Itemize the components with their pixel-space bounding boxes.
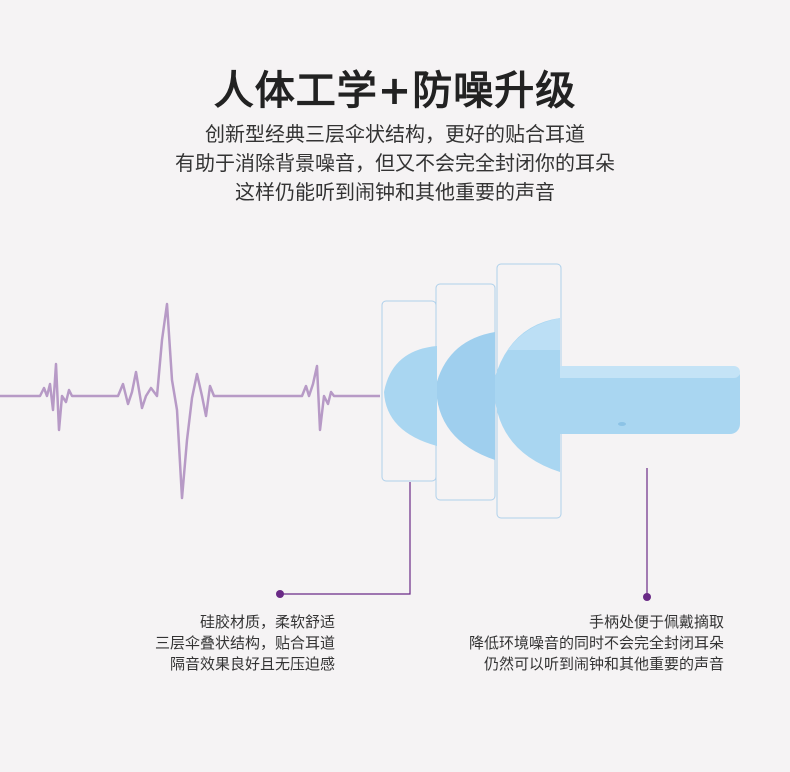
intro-line-1: 创新型经典三层伞状结构，更好的贴合耳道 bbox=[205, 122, 585, 146]
intro-text: 创新型经典三层伞状结构，更好的贴合耳道 有助于消除背景噪音，但又不会完全封闭你的… bbox=[0, 120, 790, 207]
left-pointer-line bbox=[280, 482, 411, 595]
caption-left-line-1: 硅胶材质，柔软舒适 bbox=[199, 613, 335, 631]
earplug-tier-3 bbox=[493, 318, 560, 472]
left-pointer-dot bbox=[276, 590, 284, 598]
sound-waveform bbox=[0, 302, 380, 500]
caption-right-line-3: 仍然可以听到闹钟和其他重要的声音 bbox=[483, 655, 724, 673]
caption-right-line-1: 手柄处便于佩戴摘取 bbox=[588, 613, 724, 631]
caption-left-line-2: 三层伞叠状结构，贴合耳道 bbox=[154, 634, 335, 652]
caption-right-line-2: 降低环境噪音的同时不会完全封闭耳朵 bbox=[468, 634, 724, 652]
handle-caption: 手柄处便于佩戴摘取 降低环境噪音的同时不会完全封闭耳朵 仍然可以听到闹钟和其他重… bbox=[469, 612, 724, 675]
caption-left-line-3: 隔音效果良好且无压迫感 bbox=[169, 655, 335, 673]
earplug-handle bbox=[545, 366, 740, 434]
earplug-tier-1 bbox=[384, 346, 437, 446]
silicone-caption: 硅胶材质，柔软舒适 三层伞叠状结构，贴合耳道 隔音效果良好且无压迫感 bbox=[155, 612, 335, 675]
right-pointer-dot bbox=[643, 593, 651, 601]
earplug-image bbox=[384, 318, 740, 472]
earplug-tier-2 bbox=[436, 332, 495, 460]
page-title: 人体工学+防噪升级 bbox=[213, 68, 577, 114]
intro-line-3: 这样仍能听到闹钟和其他重要的声音 bbox=[235, 180, 555, 204]
intro-line-2: 有助于消除背景噪音，但又不会完全封闭你的耳朵 bbox=[175, 151, 615, 175]
